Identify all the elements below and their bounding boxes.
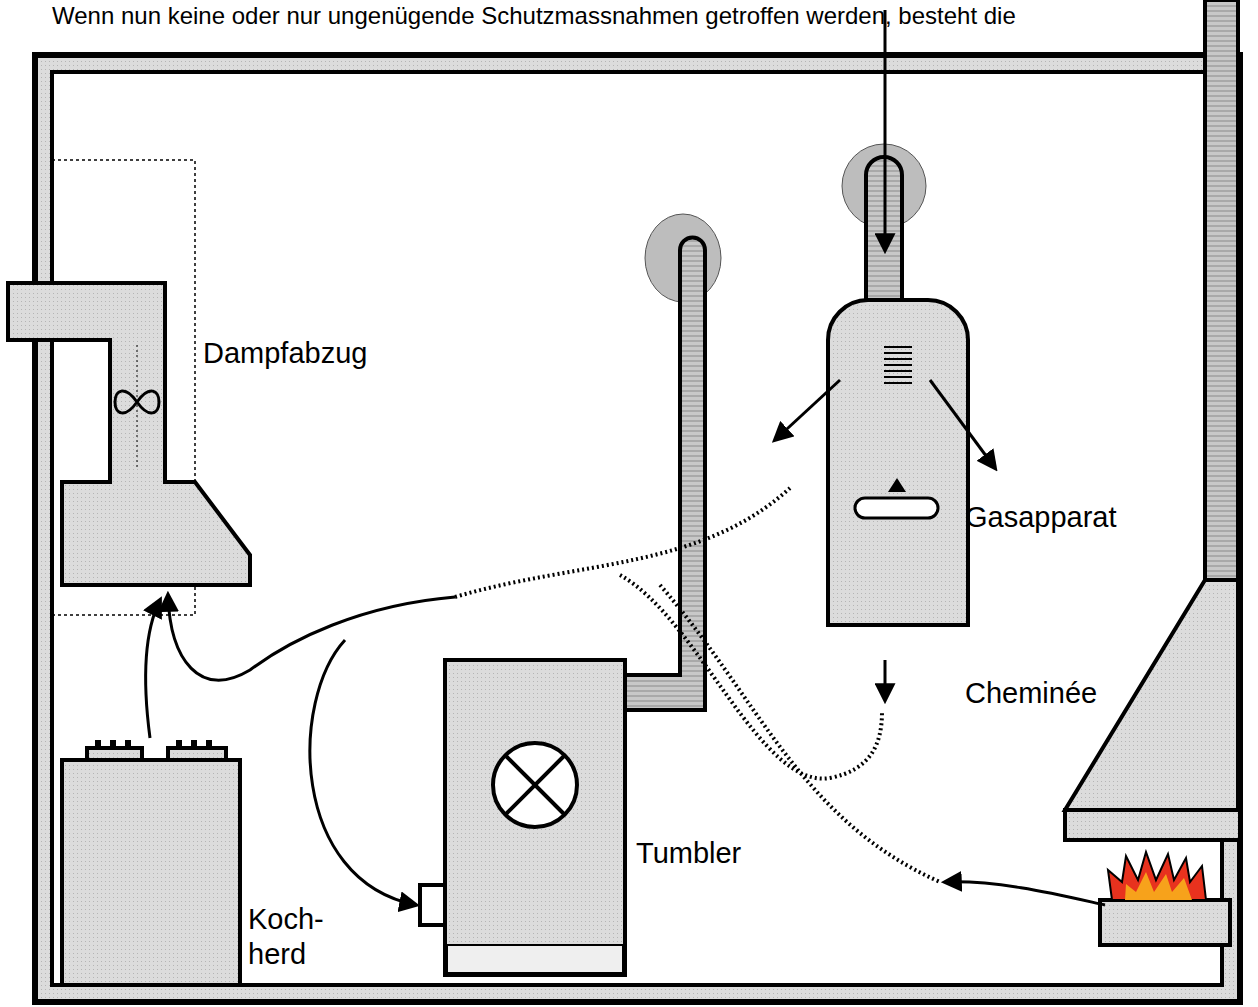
air-flow bbox=[146, 10, 1105, 905]
drawing-path bbox=[884, 10, 887, 250]
drawing-path bbox=[310, 640, 416, 905]
drawing-g bbox=[455, 488, 940, 882]
drawing-path bbox=[625, 238, 705, 711]
drawing-rect bbox=[87, 748, 142, 760]
drawing-g bbox=[884, 347, 912, 383]
drawing-circle bbox=[493, 743, 577, 827]
drawing-path bbox=[168, 595, 455, 680]
drawing-path bbox=[930, 380, 995, 468]
drawing-path bbox=[620, 575, 882, 779]
drawing-path bbox=[945, 882, 1105, 905]
drawing-line bbox=[884, 370, 912, 372]
drawing-line bbox=[884, 352, 912, 354]
range-hood bbox=[8, 283, 250, 585]
drawing-line bbox=[505, 755, 565, 815]
drawing-rect bbox=[168, 748, 226, 760]
part-label: Dampfabzug bbox=[203, 336, 367, 371]
gas-appliance bbox=[828, 144, 968, 625]
drawing-path bbox=[1108, 852, 1206, 900]
drawing-rect bbox=[445, 660, 625, 975]
drawing-rect bbox=[1065, 810, 1240, 840]
drawing-path bbox=[146, 600, 160, 738]
drawing-path bbox=[775, 380, 840, 440]
drawing-path bbox=[455, 488, 790, 597]
drawing-rect bbox=[95, 740, 101, 746]
drawing-line bbox=[137, 345, 138, 470]
drawing-path bbox=[828, 300, 968, 625]
drawing-path bbox=[8, 283, 250, 585]
part-label: Gasapparat bbox=[965, 500, 1117, 535]
drawing-rect bbox=[125, 740, 131, 746]
part-label: Tumbler bbox=[636, 836, 741, 871]
drawing-rect bbox=[855, 498, 938, 518]
drawing-line bbox=[884, 376, 912, 378]
drawing-line bbox=[884, 364, 912, 366]
fireplace bbox=[1065, 0, 1240, 945]
drawing-rect bbox=[1100, 900, 1230, 945]
drawing-rect bbox=[62, 760, 240, 985]
drawing-line bbox=[884, 382, 912, 384]
drawing-rect bbox=[1205, 0, 1238, 580]
part-label: Cheminée bbox=[965, 676, 1097, 711]
part-label: Koch- herd bbox=[248, 902, 320, 972]
drawing-path bbox=[888, 478, 906, 492]
drawing-rect bbox=[176, 740, 182, 746]
drawing-rect bbox=[420, 885, 445, 925]
drawing-line bbox=[884, 358, 912, 360]
drawing-path bbox=[884, 660, 887, 700]
drawing-g bbox=[95, 740, 212, 746]
drawing-line bbox=[884, 346, 912, 348]
drawing-path bbox=[115, 391, 159, 413]
drawing-rect bbox=[447, 945, 623, 973]
body-text: Wenn nun keine oder nur ungenügende Schu… bbox=[52, 2, 1016, 31]
drawing-rect bbox=[110, 740, 116, 746]
cooking-stove bbox=[62, 740, 240, 985]
drawing-line bbox=[505, 755, 565, 815]
drawing-path bbox=[1125, 872, 1192, 900]
drawing-rect bbox=[191, 740, 197, 746]
drawing-rect bbox=[206, 740, 212, 746]
